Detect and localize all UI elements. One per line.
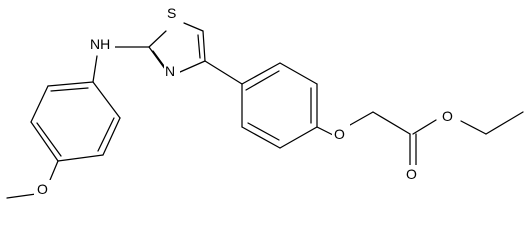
structure-canvas: S N NH O O O O <box>6 4 524 200</box>
bond <box>148 46 166 70</box>
bonds <box>6 22 524 199</box>
bond <box>92 81 121 119</box>
thiazole-nitrogen-label: N <box>165 63 175 79</box>
label-mask <box>34 180 52 200</box>
sulfur-label: S <box>167 5 176 21</box>
bond <box>197 34 201 59</box>
bond <box>241 126 281 149</box>
bond <box>247 122 280 141</box>
bond <box>202 30 206 62</box>
bond <box>241 62 281 85</box>
bond <box>30 121 59 162</box>
chemical-structure: S N NH O O O O <box>6 4 524 200</box>
label-mask <box>165 4 181 24</box>
carbonyl-oxygen-label: O <box>406 166 417 182</box>
bond <box>92 55 98 83</box>
label-mask <box>404 165 422 185</box>
ether-oxygen-label: O <box>334 126 345 142</box>
bond <box>279 126 318 149</box>
bond <box>148 30 167 48</box>
bond <box>97 117 115 152</box>
bond <box>183 22 204 32</box>
ester-oxygen-label: O <box>442 108 453 124</box>
methoxy-oxygen-label: O <box>37 181 48 197</box>
bond <box>152 50 165 67</box>
bond <box>47 81 94 87</box>
bond <box>485 111 524 135</box>
bond <box>204 60 243 85</box>
label-mask <box>437 106 459 126</box>
bond <box>102 117 121 156</box>
label-mask <box>164 61 180 81</box>
bond <box>57 154 104 162</box>
bond <box>49 160 59 181</box>
label-mask <box>332 124 350 144</box>
bond <box>179 60 206 73</box>
bond <box>279 62 318 85</box>
label-mask <box>89 34 115 54</box>
bond <box>316 126 334 136</box>
bond <box>245 70 280 91</box>
bond <box>460 120 487 135</box>
bond <box>50 87 89 92</box>
bond <box>372 111 411 135</box>
bond <box>6 193 37 199</box>
amine-nh-label: NH <box>90 36 110 52</box>
bond <box>36 122 62 157</box>
bond <box>30 85 49 123</box>
bond <box>349 111 374 126</box>
bond <box>412 119 437 135</box>
atom-labels: S N NH O O O O <box>34 4 459 200</box>
